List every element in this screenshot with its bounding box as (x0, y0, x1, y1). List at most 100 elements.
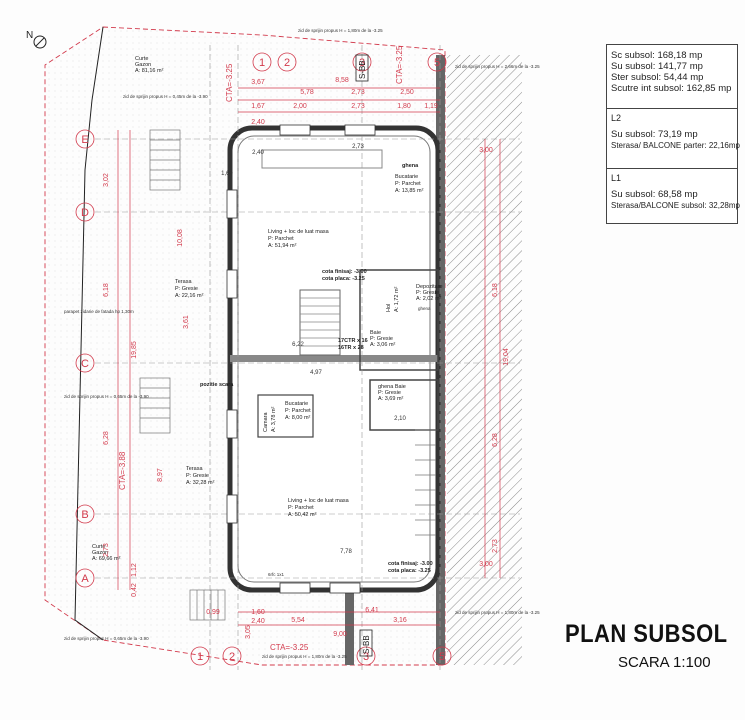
room-terasa-top-floor: P: Gresie (175, 286, 198, 292)
note-zid-left-top: zid de sprijin propus H = 0,45m de la -3… (123, 94, 208, 99)
room-curte-top-name: Curte (135, 56, 148, 62)
axis-col-2-bottom: 2 (229, 651, 235, 663)
dim-int-4: 2,40 (252, 150, 264, 156)
room-living-bottom-area: A: 50,42 m² (288, 512, 317, 518)
legend-sc-line-4: Scutre int subsol: 162,85 mp (611, 83, 732, 94)
left-stair-lower (139, 377, 171, 434)
plan-scale: SCARA 1:100 (618, 654, 711, 671)
dim-top-9: 3,67 (251, 79, 265, 86)
dim-bottom-4: 1,60 (251, 609, 265, 616)
dim-left-1: 6,18 (103, 283, 110, 297)
dim-right-2: 19,04 (503, 348, 510, 366)
room-baie-top-floor: P: Gresie (370, 336, 393, 342)
room-hol-name: Hol (386, 304, 392, 312)
dim-top-7: 1,80 (397, 103, 411, 110)
room-curte-bottom-name: Curte (92, 544, 105, 550)
stair-position: pozitie scara (200, 382, 234, 388)
dim-top-8: 1,19 (424, 103, 438, 110)
dim-right-3: 6,28 (492, 433, 499, 447)
core-block (359, 269, 439, 371)
dim-bottom-0: 5,54 (291, 617, 305, 624)
note-zid-top: zid de sprijin propus H = 1,80m de la -3… (298, 28, 383, 33)
room-bucatarie-bottom-area: A: 8,00 m² (285, 415, 311, 421)
dim-bottom-2: 6,41 (365, 607, 379, 614)
room-baie-top-area: A: 3,06 m² (370, 342, 396, 348)
note-parapet: parapet zidarie de fatada hp 1,30m (64, 309, 134, 314)
dim-left-0: 3,02 (103, 173, 110, 187)
legend-l2-line-2: Sterasa/ BALCONE parter: 22,16mp (611, 141, 740, 150)
note-zid-left-mid: zid de sprijin propus H = 0,65m de la -3… (64, 394, 149, 399)
plan-title: PLAN SUBSOL (565, 620, 728, 648)
courtyard-outline (74, 26, 104, 641)
room-living-bottom-floor: P: Parchet (288, 505, 314, 511)
stairs-count-2: 16TR x 28 (338, 345, 364, 351)
note-fire: 6rfc 1x1 (268, 572, 285, 577)
dim-right-1: 6,18 (492, 283, 499, 297)
room-living-top-name: Living + loc de luat masa (268, 229, 330, 235)
dim-int-2: 6,22 (292, 342, 304, 348)
north-arrow-icon (33, 35, 47, 49)
cta-top-right-label: CTA=-3.25 (395, 45, 404, 84)
ghena-label: ghena (402, 163, 419, 169)
room-camara-area: A: 3,78 m² (271, 406, 277, 432)
dim-bottom-5: 2,40 (251, 618, 265, 625)
legend-l2-line-1: Su subsol: 73,19 mp (611, 129, 698, 140)
cota-mid-finisaj: cota finisaj: -3.00 (322, 269, 367, 275)
axis-row-E: E (81, 134, 88, 146)
legend-l2-level: L2 (611, 113, 622, 123)
dim-left-3: 19,85 (131, 341, 138, 359)
cota-mid-placa: cota placa: -3.25 (322, 276, 365, 282)
dim-right-0: 3,00 (479, 147, 493, 154)
wall-mid-band (230, 355, 438, 362)
dim-top-2: 2,73 (351, 89, 365, 96)
room-living-top-area: A: 51,94 m² (268, 243, 297, 249)
window-openings (226, 124, 376, 594)
room-camara-name: Camara (263, 411, 269, 432)
room-living-top-floor: P: Parchet (268, 236, 294, 242)
dim-top-10: 2,40 (251, 119, 265, 126)
dim-bottom-1: 9,00 (333, 631, 347, 638)
room-hol-area: A: 1,72 m² (394, 286, 400, 312)
dim-top-5: 2,00 (293, 103, 307, 110)
legend-l1-line-2: Sterasa/BALCONE subsol: 32,28mp (611, 201, 740, 210)
cota-bottom-placa: cota placa: -3.25 (388, 568, 431, 574)
note-zid-bot-mid: zid de sprijin propus H = 1,80m de la -3… (262, 654, 347, 659)
room-terasa-top-area: A: 22,16 m² (175, 293, 204, 299)
room-baie-bottom-floor: P: Gresie (378, 390, 401, 396)
note-zid-top-right: zid de sprijin propus H = 2,66m de la -3… (455, 64, 540, 69)
axis-col-5-top: 5 (434, 57, 440, 69)
cta-top-label: CTA=-3.25 (225, 63, 234, 102)
dim-top-6: 2,73 (351, 103, 365, 110)
section-mark-top: S-BB (358, 60, 367, 79)
dimension-lines (117, 87, 501, 626)
room-terasa-bottom-floor: P: Gresie (186, 473, 209, 479)
section-mark-bottom: S-BB (362, 635, 371, 654)
room-bucatarie-bottom-floor: P: Parchet (285, 408, 311, 414)
room-bucatarie-top-floor: P: Parchet (395, 181, 421, 187)
room-depozitare-floor: P: Gresie (416, 290, 439, 296)
note-zid-bot-left: zid de sprijin propus H = 0,65m de la -3… (64, 636, 149, 641)
dim-right-4: 2,73 (492, 539, 499, 553)
cta-bottom-label: CTA=-3.25 (270, 643, 309, 652)
bottom-stair (189, 589, 226, 621)
dim-bottom-3: 3,16 (393, 617, 407, 624)
axis-row-B: B (81, 509, 88, 521)
boundary-wall-bottom (345, 590, 354, 665)
dim-top-1: 8,58 (335, 77, 349, 84)
room-baie-top-name: Baie (370, 330, 381, 336)
room-bucatarie-bottom-name: Bucatarie (285, 401, 308, 407)
legend-sc-line-1: Sc subsol: 168,18 mp (611, 50, 703, 61)
dim-int-5: 1,60 (221, 171, 233, 177)
north-label: N (26, 30, 33, 41)
dim-left-9: 0,42 (131, 583, 138, 597)
legend-sc: Sc subsol: 168,18 mp Su subsol: 141,77 m… (606, 44, 738, 113)
left-stair-upper (149, 129, 181, 191)
axis-row-D: D (81, 207, 89, 219)
grid-lines (95, 45, 520, 670)
axis-col-1-top: 1 (259, 57, 265, 69)
legend-l1: L1 Su subsol: 68,58 mp Sterasa/BALCONE s… (606, 168, 740, 224)
room-terasa-bottom-area: A: 32,28 m² (186, 480, 215, 486)
axis-col-2-top: 2 (284, 57, 290, 69)
